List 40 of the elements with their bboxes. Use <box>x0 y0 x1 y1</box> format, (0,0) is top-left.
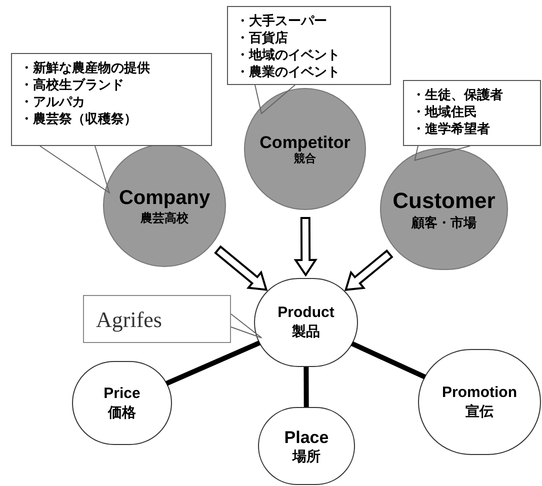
node-subtitle: 製品 <box>292 323 320 341</box>
bullet-item: ・百貨店 <box>236 29 289 46</box>
callout-tail <box>254 84 296 114</box>
bullet-item: ・新鮮な農産物の提供 <box>20 59 151 76</box>
callout-box <box>403 80 541 146</box>
node-title: Place <box>284 426 329 448</box>
label-text: Agrifes <box>96 306 162 334</box>
bullet-item: ・アルパカ <box>20 93 86 110</box>
block-arrow <box>214 245 268 291</box>
node-title: Company <box>118 186 210 210</box>
node-subtitle: 宣伝 <box>466 402 494 420</box>
bullet-item: ・地域のイベント <box>236 46 341 63</box>
block-arrow <box>344 249 394 291</box>
callout-tail <box>414 146 470 161</box>
node-subtitle: 場所 <box>292 448 320 466</box>
callout-box <box>227 6 391 85</box>
callout-box <box>11 53 212 146</box>
node-title: Customer <box>392 187 496 215</box>
node-subtitle: 競合 <box>294 152 316 166</box>
node-subtitle: 価格 <box>108 404 136 422</box>
node-title: Product <box>278 304 334 324</box>
node-title: Promotion <box>442 384 517 403</box>
bullet-item: ・地域住民 <box>412 103 478 120</box>
node-title: Competitor <box>260 132 350 152</box>
node-subtitle: 顧客・市場 <box>412 214 476 231</box>
connector-line <box>165 340 261 386</box>
node-subtitle: 農芸高校 <box>140 210 188 226</box>
bullet-item: ・大手スーパー <box>236 12 328 29</box>
block-arrow <box>294 217 318 277</box>
connector-line <box>350 341 426 380</box>
connector-line <box>304 367 309 407</box>
label-box <box>83 295 231 343</box>
node-title: Price <box>104 384 140 404</box>
bullet-item: ・高校生ブランド <box>20 76 125 93</box>
leader-line <box>230 314 262 338</box>
bullet-item: ・生徒、保護者 <box>412 86 504 103</box>
callout-tail <box>40 146 110 194</box>
bullet-item: ・農業のイベント <box>236 63 341 80</box>
bullet-item: ・進学希望者 <box>412 120 491 137</box>
bullet-item: ・農芸祭（収穫祭） <box>20 110 138 127</box>
